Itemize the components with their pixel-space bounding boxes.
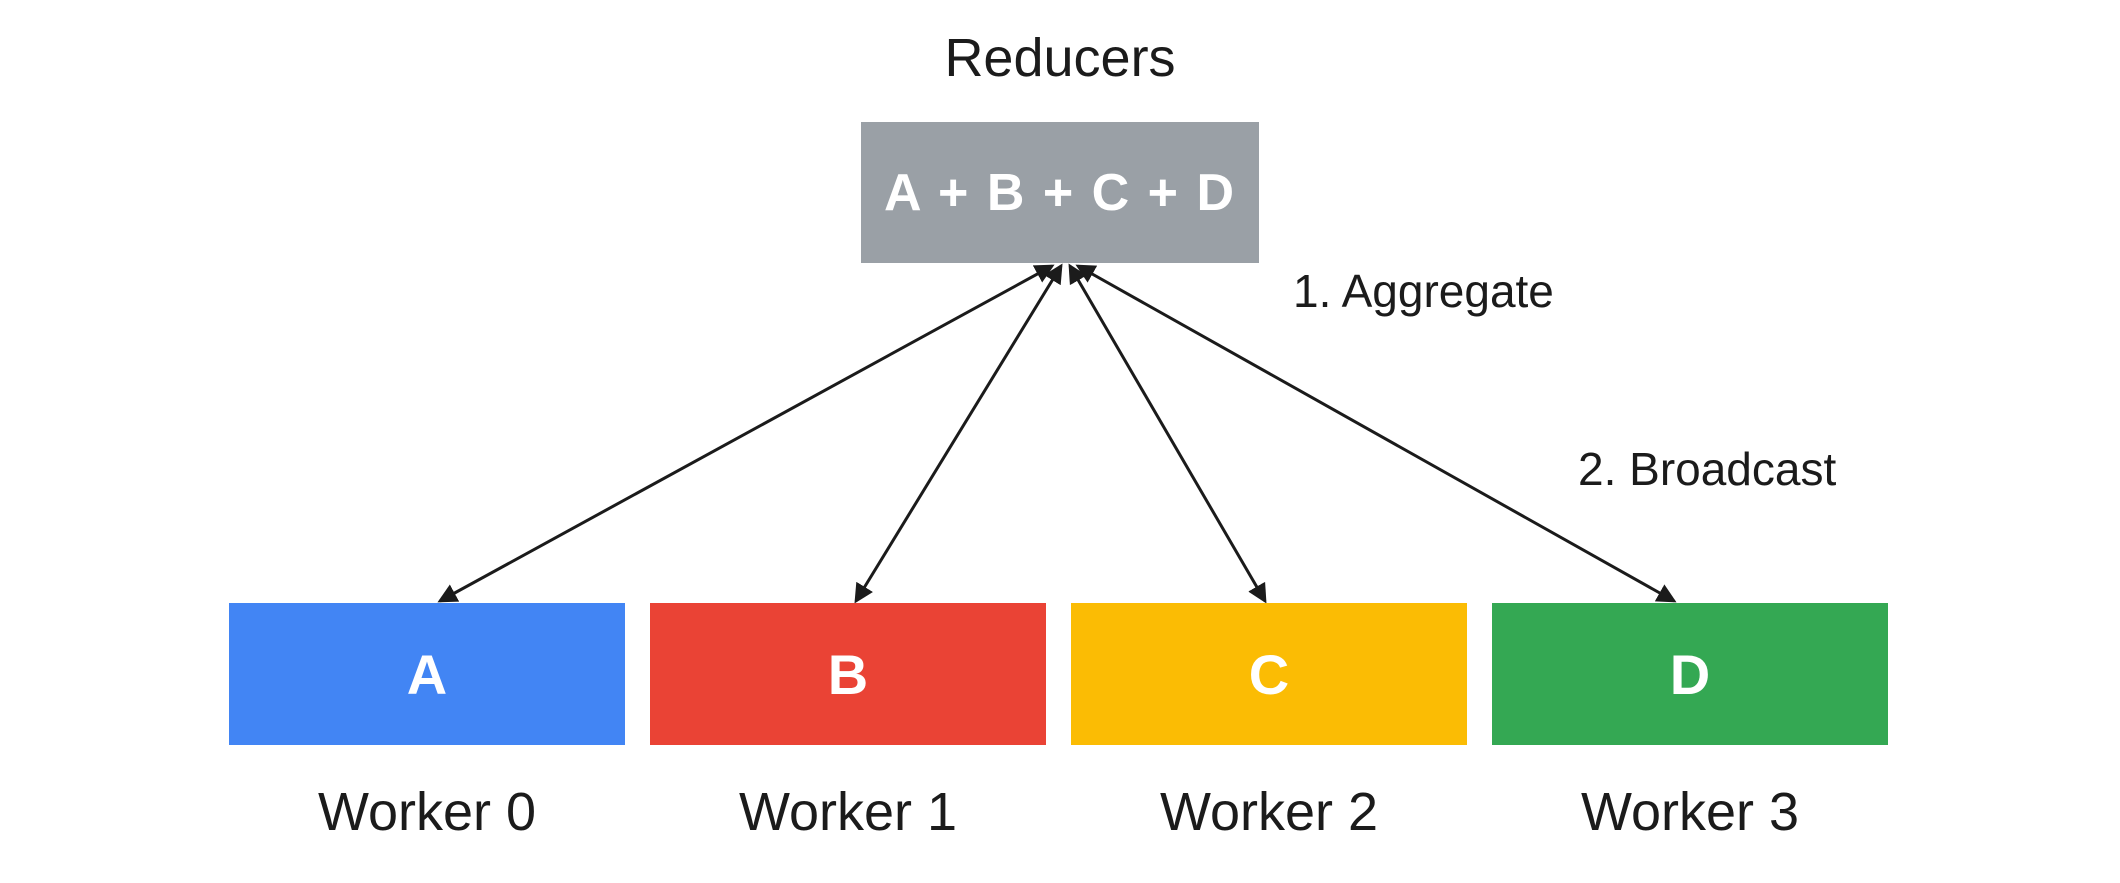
worker-0-label: Worker 0	[317, 782, 537, 842]
worker-2-letter: C	[1248, 642, 1290, 706]
edge-worker1-reducer	[854, 263, 1063, 604]
worker-3-label: Worker 3	[1580, 782, 1800, 842]
worker-0-box: A	[229, 603, 625, 745]
worker-2-box: C	[1071, 603, 1467, 745]
worker-3-box: D	[1492, 603, 1888, 745]
broadcast-step-label: 2. Broadcast	[1578, 443, 1837, 495]
edge-worker3-reducer	[1075, 264, 1677, 603]
aggregate-step-label: 1. Aggregate	[1293, 265, 1554, 317]
worker-1-label: Worker 1	[738, 782, 958, 842]
reducer-box-label: A + B + C + D	[883, 163, 1237, 222]
worker-1-box: B	[650, 603, 1046, 745]
reducers-title: Reducers	[944, 28, 1176, 88]
reducer-box: A + B + C + D	[861, 122, 1259, 263]
worker-3-letter: D	[1669, 642, 1711, 706]
worker-1-letter: B	[827, 642, 869, 706]
worker-2-label: Worker 2	[1159, 782, 1379, 842]
worker-0-letter: A	[406, 642, 448, 706]
